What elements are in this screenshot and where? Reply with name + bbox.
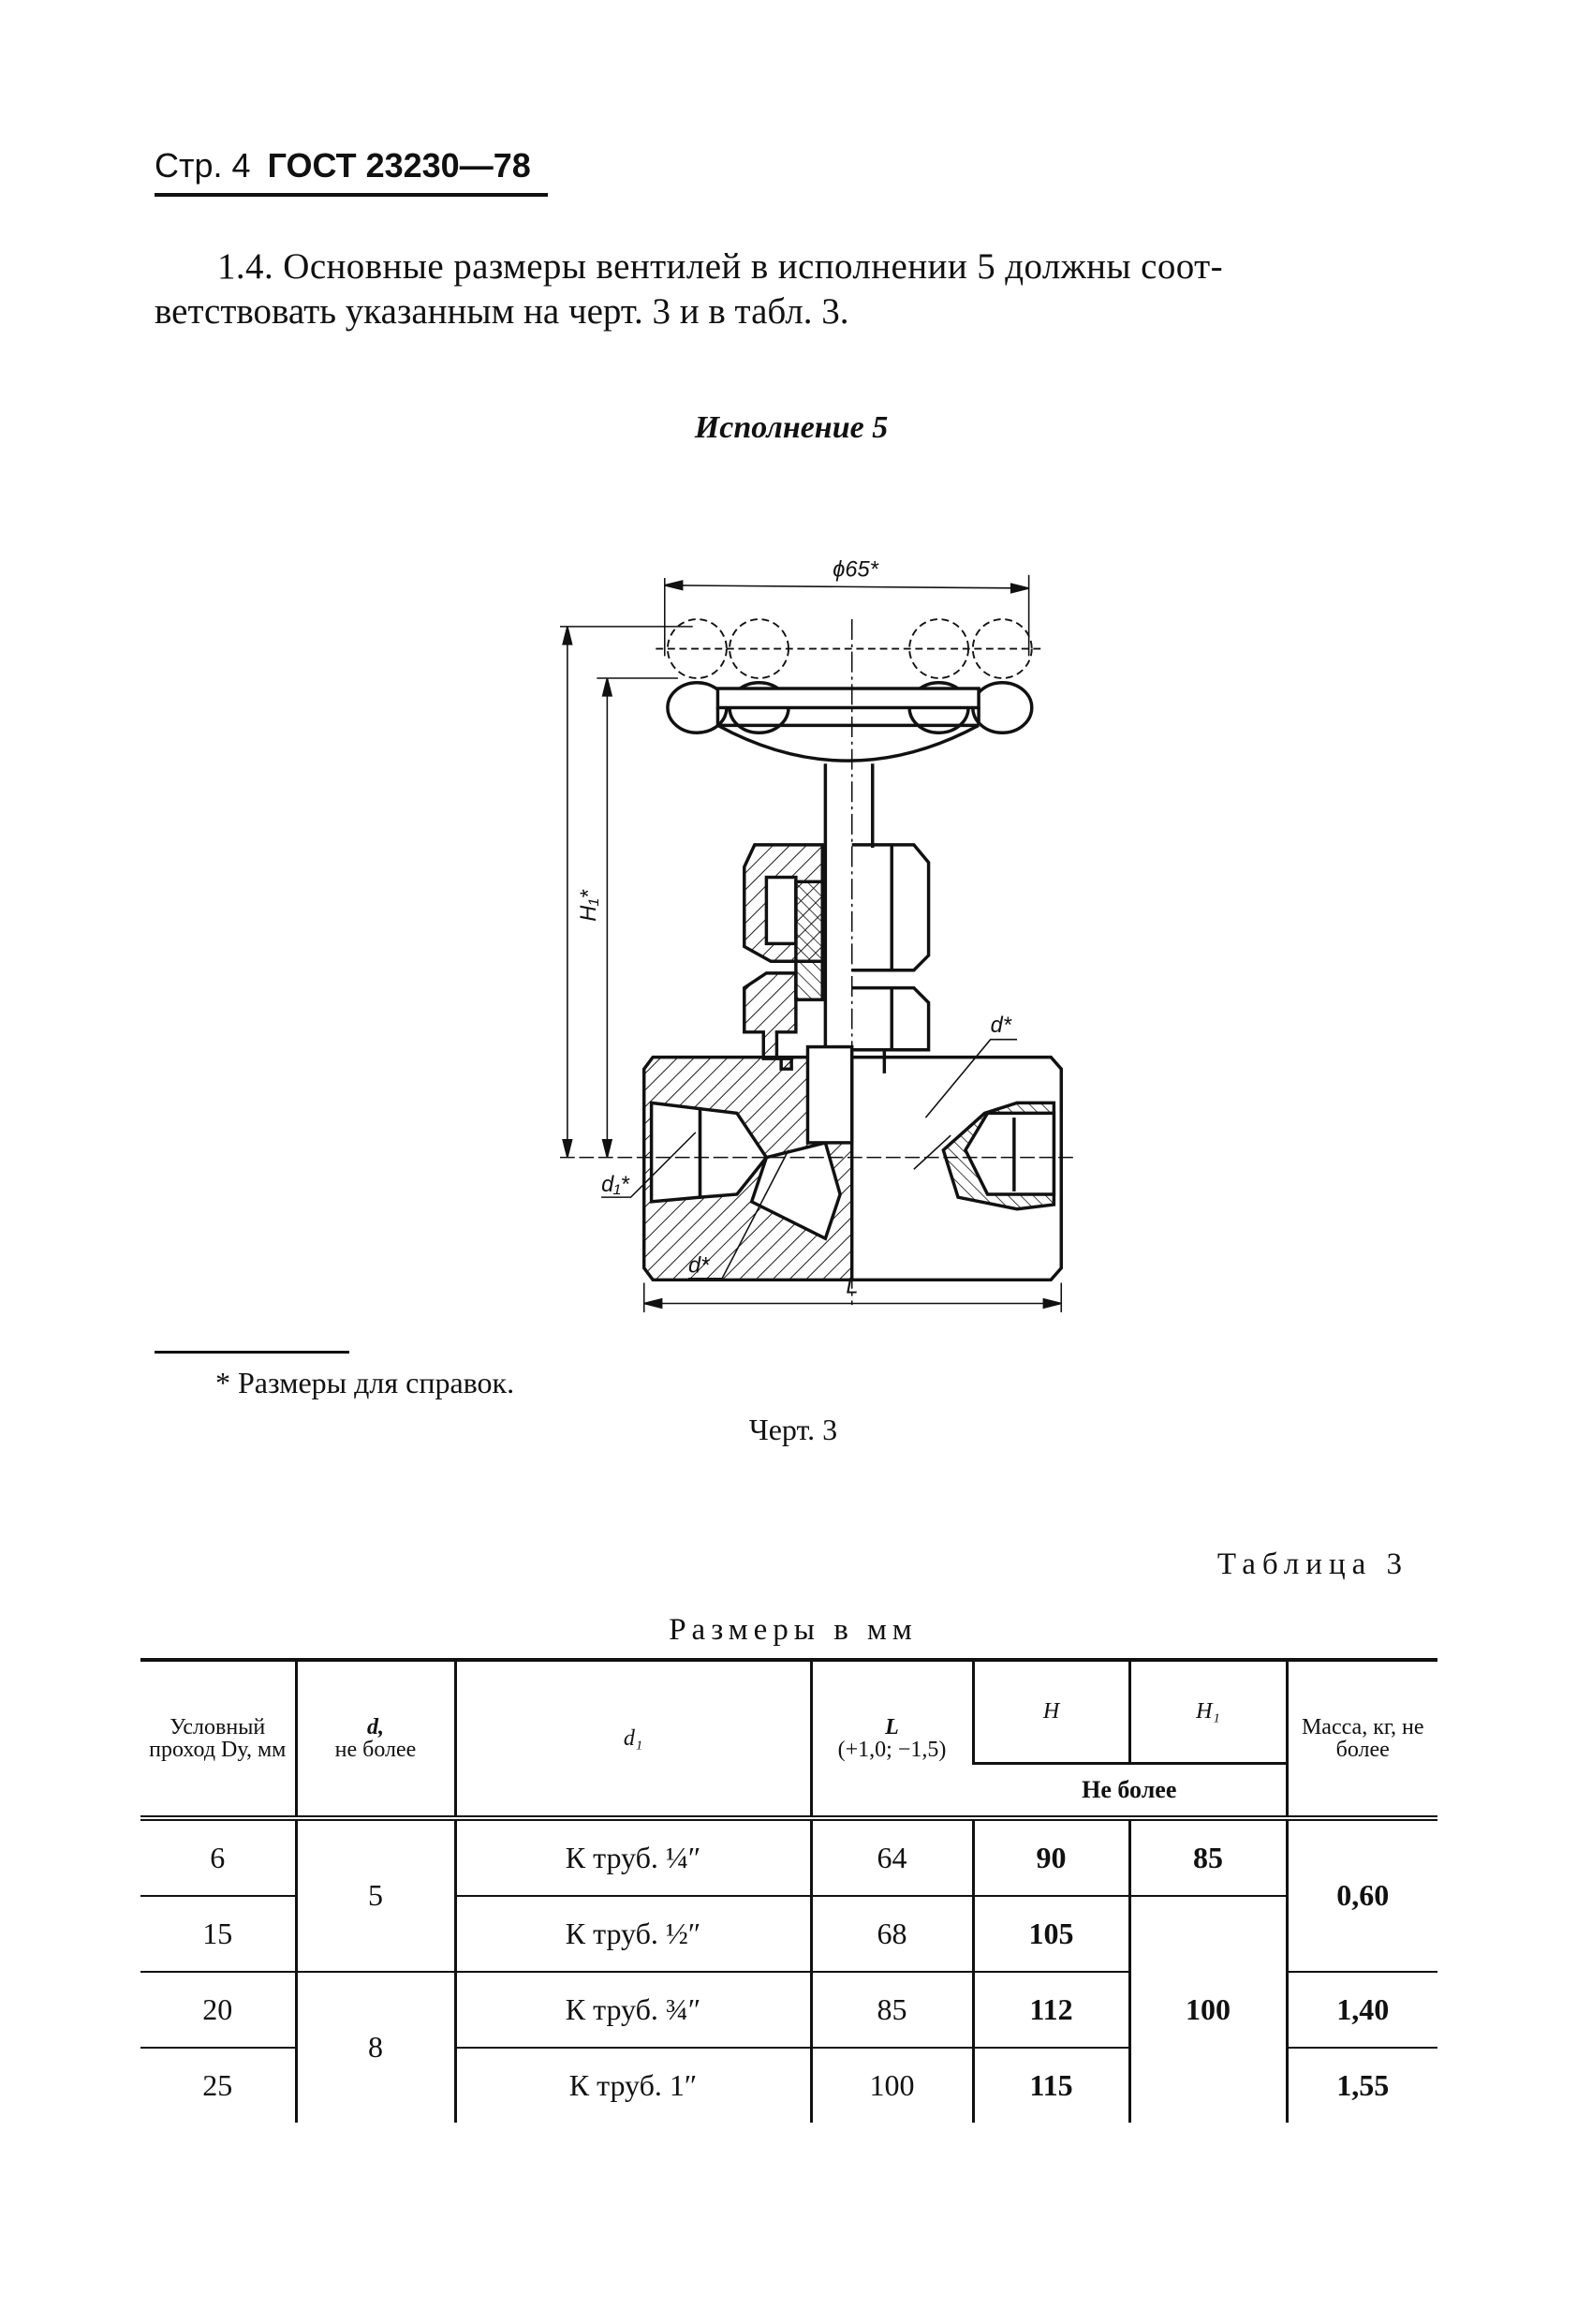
d1-label: d₁* (601, 1173, 630, 1197)
diameter-label: ϕ65* (833, 560, 878, 582)
cell-d: 8 (294, 1970, 455, 2123)
cell-h: 105 (971, 1894, 1129, 1972)
header-d-symbol: d, (367, 1714, 384, 1739)
cell-mass: 1,55 (1285, 2046, 1437, 2123)
table-number: Таблица 3 (1216, 1547, 1408, 1581)
cell-dy: 6 (140, 1814, 296, 1896)
stem (823, 763, 875, 1091)
page-number: Стр. 4 (155, 146, 251, 185)
cell-h: 115 (971, 2046, 1129, 2123)
footnote: * Размеры для справок. (215, 1366, 515, 1399)
l-label: L (846, 1274, 858, 1298)
header-d: d,не более (294, 1658, 455, 1818)
dimensions-table: Условный проход Dу, мм d,не более d₁ L(+… (140, 1658, 1437, 2123)
paragraph-line-2: ветствовать указанным на черт. 3 и в таб… (155, 291, 849, 332)
cell-d1: К труб. ½″ (453, 1894, 811, 1972)
cell-d1: К труб. ¾″ (453, 1970, 811, 2048)
cell-mass: 0,60 (1285, 1814, 1437, 1972)
cell-d1: К труб. ¼″ (453, 1814, 811, 1896)
figure-caption: Черт. 3 (748, 1413, 838, 1446)
cell-l: 85 (809, 1970, 973, 2048)
valve-drawing: ϕ65* H* H₁* d* d₁* d* L (560, 560, 1076, 1312)
length-dimension (642, 1282, 1063, 1312)
variant-title: Исполнение 5 (694, 410, 889, 445)
cell-h: 90 (971, 1814, 1129, 1896)
cell-d: 5 (294, 1814, 455, 1972)
leader-lines (601, 1038, 1018, 1280)
header-h: H (971, 1658, 1129, 1763)
table-row: 6 5 К труб. ¼″ 64 90 85 0,60 (140, 1814, 1437, 1972)
cell-dy: 25 (140, 2046, 296, 2123)
header-l: L(+1,0; −1,5) (809, 1658, 973, 1818)
cell-l: 64 (809, 1814, 973, 1896)
valve-body (642, 1044, 1063, 1282)
d-label-bottom: d* (688, 1253, 710, 1278)
cell-d1: К труб. 1″ (453, 2046, 811, 2123)
page-header: Стр. 4 ГОСТ 23230—78 (155, 146, 531, 185)
header-d1: d₁ (453, 1658, 811, 1818)
header-rule (155, 193, 548, 197)
height-dimensions (560, 626, 1076, 1159)
standard-number: ГОСТ 23230—78 (267, 146, 531, 185)
header-l-tolerance: (+1,0; −1,5) (837, 1737, 947, 1762)
cell-mass: 1,40 (1285, 1970, 1437, 2048)
handwheel (666, 680, 1034, 762)
header-h1: H₁ (1128, 1658, 1287, 1763)
cell-h1: 85 (1128, 1814, 1287, 1896)
table-row: 15 К труб. ½″ 68 105 100 (140, 1894, 1437, 2123)
d-label-right: d* (991, 1014, 1012, 1038)
paragraph-line-1: 1.4. Основные размеры вентилей в исполне… (217, 246, 1223, 287)
header-h-note: Не более (973, 1761, 1287, 1818)
header-mass: Масса, кг, не более (1285, 1658, 1437, 1818)
cell-dy: 20 (140, 1970, 296, 2048)
header-dy: Условный проход Dу, мм (140, 1658, 296, 1818)
cell-dy: 15 (140, 1894, 296, 1972)
cell-h1: 100 (1128, 1894, 1287, 2123)
cell-h: 112 (971, 1970, 1129, 2048)
table-units: Размеры в мм (669, 1613, 918, 1647)
h1-label: H₁* (577, 889, 601, 921)
cell-l: 100 (809, 2046, 973, 2123)
header-l-symbol: L (885, 1714, 899, 1739)
gland-nut (743, 843, 931, 1001)
cell-l: 68 (809, 1894, 973, 1972)
footnote-rule (155, 1351, 349, 1354)
header-d-note: не более (334, 1737, 417, 1762)
handle-alt-position (656, 618, 1044, 679)
table-row: 25 К труб. 1″ 100 115 1,55 (140, 2046, 1437, 2123)
table-row: 20 8 К труб. ¾″ 85 112 1,40 (140, 1970, 1437, 2123)
diameter-dimension (663, 574, 1030, 657)
